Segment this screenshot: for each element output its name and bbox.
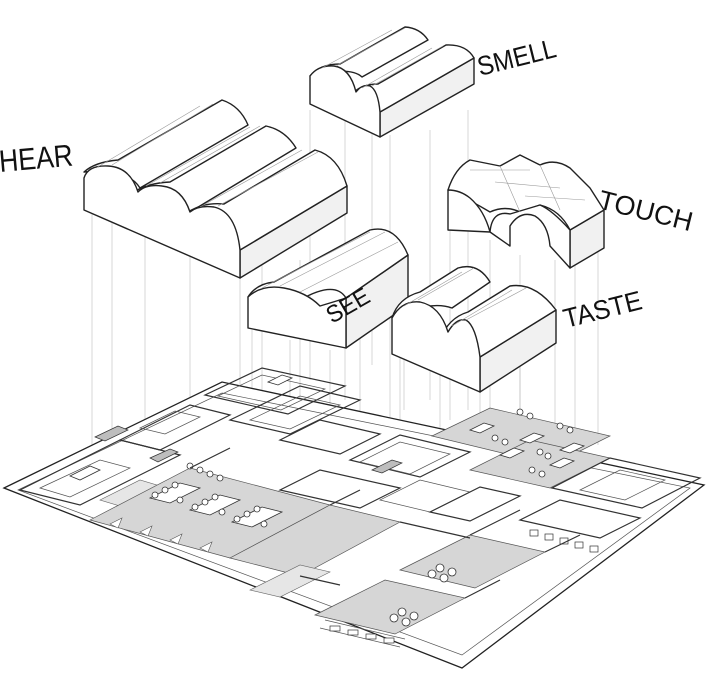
hear-label: HEAR [0, 138, 74, 179]
plan-lounge-seating [389, 563, 457, 627]
smell-label: SMELL [474, 33, 559, 81]
touch-volume [447, 154, 605, 269]
plan-kitchen-fixtures [468, 408, 586, 478]
taste-label: TASTE [560, 285, 645, 333]
smell-volume [309, 26, 475, 138]
plan-tables [148, 462, 284, 528]
see-volume [247, 228, 409, 349]
hear-volume [83, 99, 348, 279]
touch-label: TOUCH [596, 185, 696, 237]
taste-volume [391, 265, 557, 393]
floor-plan [2, 367, 706, 669]
